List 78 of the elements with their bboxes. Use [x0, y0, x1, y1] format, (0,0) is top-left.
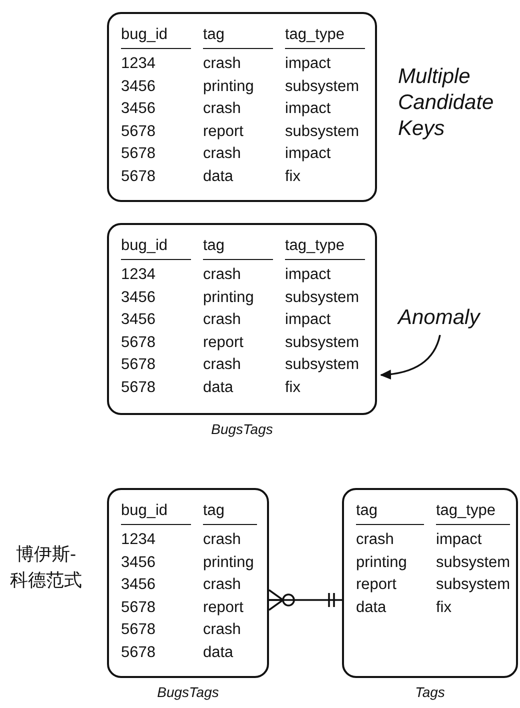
- table-cell-text: printing: [356, 552, 408, 572]
- table-cell-text: report: [356, 575, 398, 595]
- table-cell-text: printing: [203, 288, 255, 308]
- table-cell-text: impact: [436, 530, 483, 550]
- table-cell-text: report: [203, 598, 244, 618]
- table-cell-text: subsystem: [285, 76, 360, 96]
- table-cell-text: 1234: [121, 54, 156, 74]
- table-cell-text: impact: [285, 99, 332, 119]
- table-box: [107, 223, 377, 415]
- table-cell-text: 5678: [121, 642, 156, 662]
- table-cell-text: data: [356, 598, 388, 618]
- column-header: tag: [203, 235, 273, 260]
- column-header: tag_type: [436, 500, 510, 525]
- table-caption: Tags: [414, 684, 446, 700]
- table-cell-text: crash: [203, 265, 242, 285]
- table-cell-text: crash: [203, 310, 242, 330]
- table-cell-text: 5678: [121, 122, 156, 142]
- column-header: bug_id: [121, 235, 191, 260]
- table-cell-text: subsystem: [285, 288, 360, 308]
- column-header: tag: [203, 24, 273, 49]
- table-cell-text: report: [203, 122, 244, 142]
- table-box: [107, 12, 377, 202]
- table-cell-text: impact: [285, 310, 332, 330]
- table-cell-text: fix: [285, 378, 302, 398]
- table-cell-text: 5678: [121, 620, 156, 640]
- table-cell-text: subsystem: [436, 575, 510, 595]
- table-cell-text: 3456: [121, 552, 156, 572]
- table-cell-text: crash: [203, 99, 242, 119]
- table-cell-text: crash: [203, 54, 242, 74]
- column-header: bug_id: [121, 500, 191, 525]
- table-cell-text: 3456: [121, 310, 156, 330]
- column-header: tag: [203, 500, 257, 525]
- table-cell-text: crash: [203, 530, 242, 550]
- column-header: bug_id: [121, 24, 191, 49]
- table-cell-text: 3456: [121, 99, 156, 119]
- table-cell-text: 3456: [121, 575, 156, 595]
- relationship-line: [268, 589, 342, 611]
- table-cell-text: data: [203, 642, 234, 662]
- side-note: 博伊斯-科德范式: [10, 543, 82, 593]
- table-cell-text: 5678: [121, 332, 156, 352]
- table-cell-text: 3456: [121, 76, 156, 96]
- table-cell-text: crash: [203, 355, 242, 375]
- side-note: Multiple Candidate Keys: [398, 64, 495, 142]
- table-caption: BugsTags: [156, 684, 220, 700]
- table-cell-text: fix: [436, 598, 452, 618]
- table-cell-text: subsystem: [285, 332, 360, 352]
- table-cell-text: 5678: [121, 166, 156, 186]
- table-cell-text: impact: [285, 265, 332, 285]
- table-cell-text: subsystem: [285, 355, 360, 375]
- table-cell-text: crash: [356, 530, 395, 550]
- table-caption: BugsTags: [210, 421, 274, 437]
- table-cell-text: 5678: [121, 598, 156, 618]
- annotation-text: Anomaly: [398, 305, 480, 331]
- table-cell-text: 5678: [121, 355, 156, 375]
- table-cell-text: report: [203, 332, 244, 352]
- table-cell-text: 3456: [121, 288, 156, 308]
- table-cell-text: crash: [203, 575, 242, 595]
- table-cell-text: 5678: [121, 378, 156, 398]
- column-header: tag_type: [285, 24, 365, 49]
- table-cell-text: crash: [203, 144, 242, 164]
- table-cell-text: subsystem: [285, 122, 360, 142]
- table-cell-text: impact: [285, 54, 332, 74]
- table-cell-text: printing: [203, 76, 255, 96]
- table-cell-text: 1234: [121, 265, 156, 285]
- table-cell-text: 1234: [121, 530, 156, 550]
- column-header: tag_type: [285, 235, 365, 260]
- table-cell-text: data: [203, 166, 234, 186]
- table-cell-text: subsystem: [436, 552, 510, 572]
- table-cell-text: crash: [203, 620, 242, 640]
- table-cell-text: 5678: [121, 144, 156, 164]
- table-cell-text: printing: [203, 552, 255, 572]
- table-box: [342, 488, 518, 678]
- table-box: [107, 488, 269, 678]
- table-cell-text: impact: [285, 144, 332, 164]
- column-header: tag: [356, 500, 424, 525]
- table-cell-text: data: [203, 378, 234, 398]
- curved-arrow: [380, 334, 441, 380]
- table-cell-text: fix: [285, 166, 302, 186]
